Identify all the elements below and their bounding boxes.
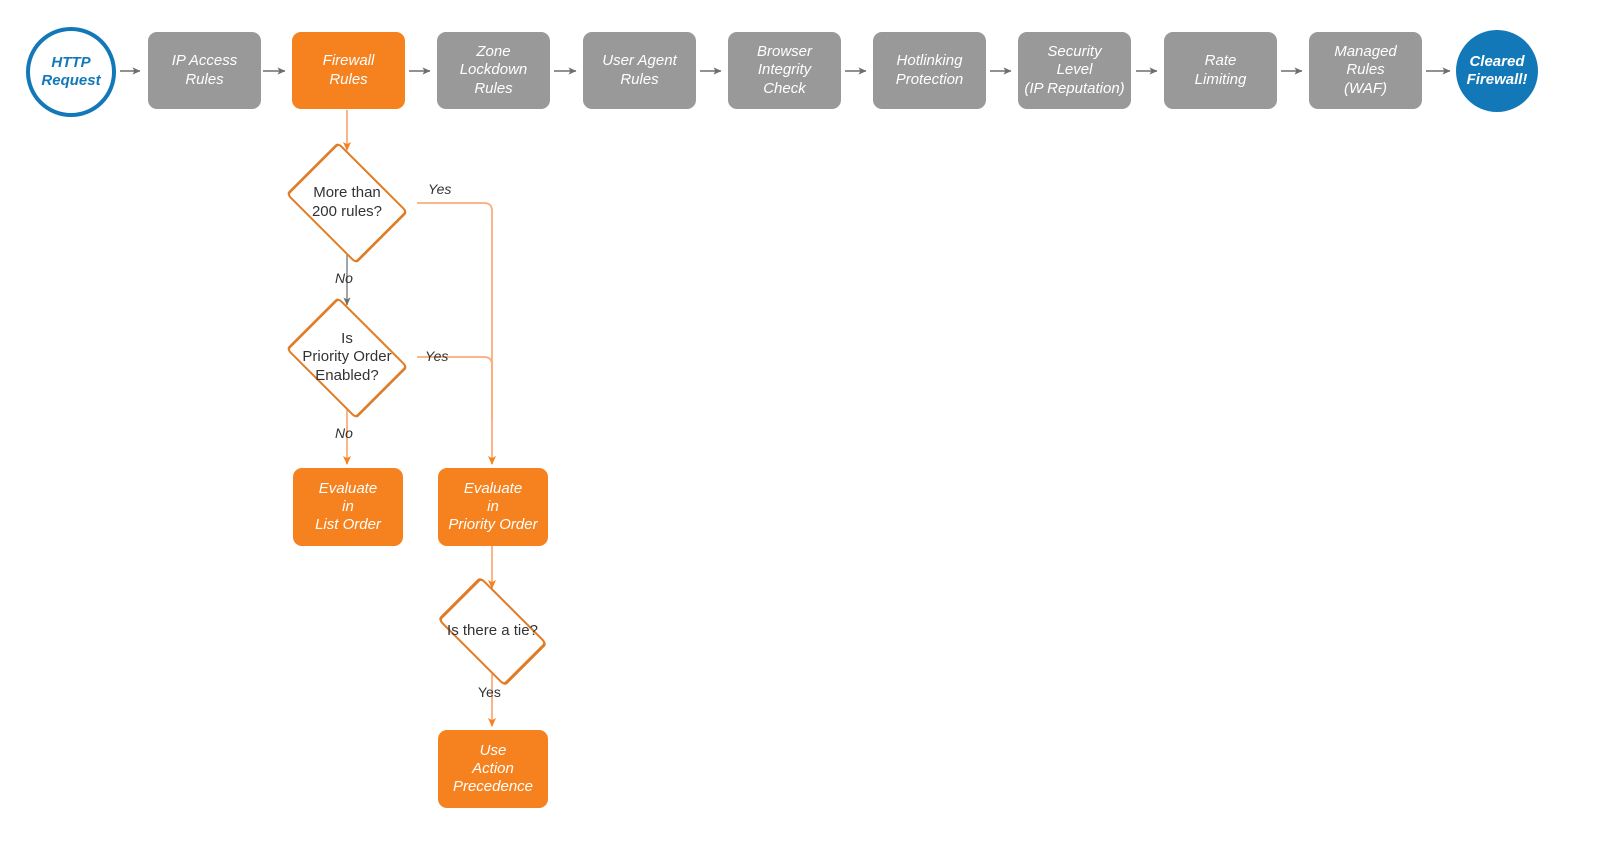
decision-label: Is Priority Order Enabled? — [302, 329, 392, 384]
node-label: User Agent Rules — [602, 52, 677, 88]
edge-label-yes-tie: Yes — [478, 684, 501, 700]
decision-is-there-a-tie[interactable]: Is there a tie? — [425, 575, 560, 687]
edge-label-yes-priority-order: Yes — [425, 348, 449, 364]
node-zone-lockdown-rules[interactable]: Zone Lockdown Rules — [437, 32, 550, 109]
node-rate-limiting[interactable]: Rate Limiting — [1164, 32, 1277, 109]
decision-is-priority-order-enabled[interactable]: Is Priority Order Enabled? — [277, 296, 417, 419]
node-user-agent-rules[interactable]: User Agent Rules — [583, 32, 696, 109]
node-http-request[interactable]: HTTP Request — [26, 27, 116, 117]
node-label: Firewall Rules — [322, 52, 375, 88]
node-security-level[interactable]: Security Level (IP Reputation) — [1018, 32, 1131, 109]
node-label: Managed Rules (WAF) — [1334, 43, 1397, 97]
node-evaluate-in-priority-order[interactable]: Evaluate in Priority Order — [438, 468, 548, 546]
node-label: Security Level (IP Reputation) — [1024, 43, 1125, 97]
decision-label: More than 200 rules? — [311, 183, 383, 220]
node-hotlinking-protection[interactable]: Hotlinking Protection — [873, 32, 986, 109]
node-label: Evaluate in List Order — [315, 479, 381, 534]
edge-label-yes-more-than-200: Yes — [428, 181, 452, 197]
node-label: Browser Integrity Check — [756, 43, 812, 97]
decision-label: Is there a tie? — [447, 621, 538, 639]
node-label: Rate Limiting — [1194, 52, 1247, 88]
node-label: HTTP Request — [41, 53, 101, 89]
node-label: Hotlinking Protection — [895, 52, 964, 88]
node-label: Use Action Precedence — [452, 741, 534, 796]
node-use-action-precedence[interactable]: Use Action Precedence — [438, 730, 548, 808]
node-evaluate-in-list-order[interactable]: Evaluate in List Order — [293, 468, 403, 546]
node-label: Evaluate in Priority Order — [448, 479, 538, 534]
edge-label-no-more-than-200: No — [335, 270, 353, 286]
node-browser-integrity-check[interactable]: Browser Integrity Check — [728, 32, 841, 109]
node-firewall-rules[interactable]: Firewall Rules — [292, 32, 405, 109]
decision-more-than-200-rules[interactable]: More than 200 rules? — [277, 141, 417, 264]
node-label: IP Access Rules — [171, 52, 238, 88]
node-cleared-firewall[interactable]: Cleared Firewall! — [1456, 30, 1538, 112]
node-ip-access-rules[interactable]: IP Access Rules — [148, 32, 261, 109]
node-managed-rules-waf[interactable]: Managed Rules (WAF) — [1309, 32, 1422, 109]
node-label: Cleared Firewall! — [1466, 52, 1528, 88]
edge-label-no-priority-order: No — [335, 425, 353, 441]
node-label: Zone Lockdown Rules — [459, 43, 528, 97]
